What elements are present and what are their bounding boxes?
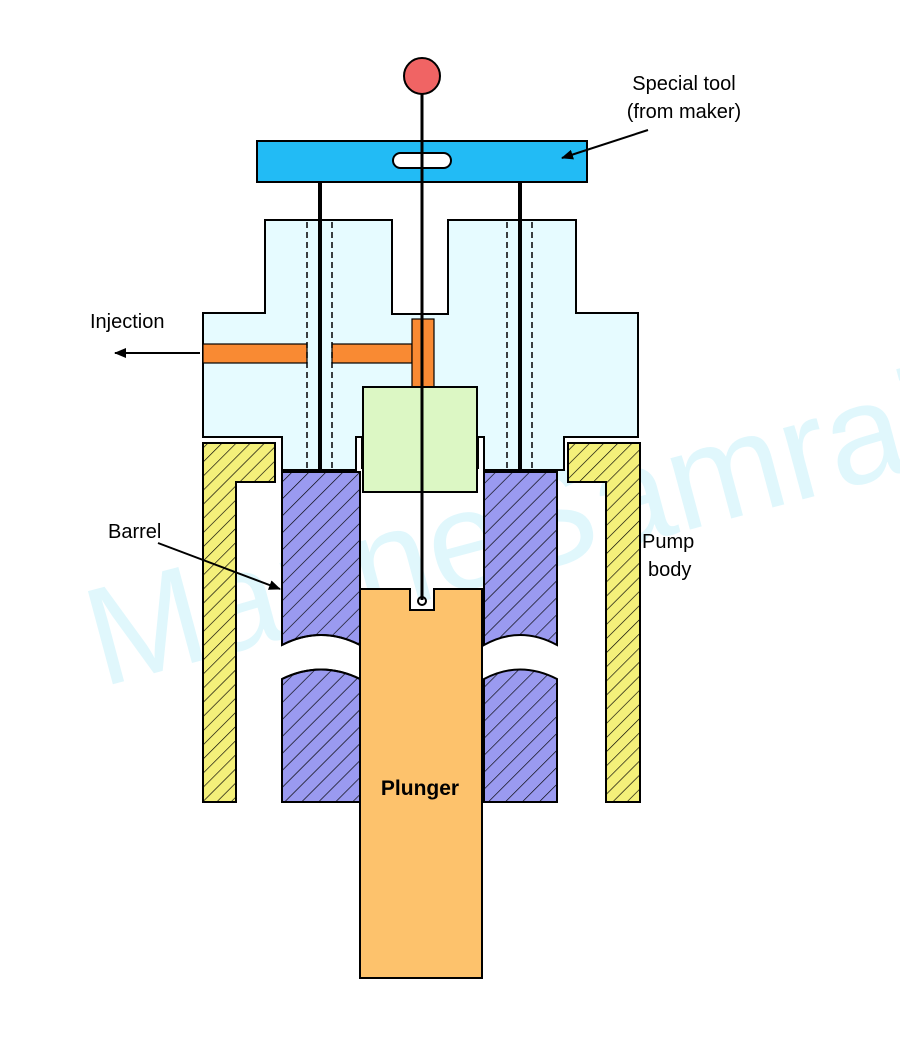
delivery-valve [362, 386, 478, 493]
special-tool [256, 140, 588, 183]
leader-arrows [114, 129, 649, 590]
label-special-tool-line1: Special tool [632, 73, 735, 95]
label-pump-body-line2: body [648, 559, 691, 581]
label-plunger: Plunger [381, 777, 459, 800]
pump-body [202, 442, 641, 803]
knob [403, 57, 441, 95]
plunger [359, 588, 483, 979]
label-special-tool-line2: (from maker) [627, 101, 741, 123]
label-barrel: Barrel [108, 521, 161, 543]
rod-bores [306, 222, 533, 470]
label-injection: Injection [90, 311, 165, 333]
label-pump-body-line1: Pump [642, 531, 694, 553]
barrel [281, 471, 558, 803]
tool-rods [318, 182, 522, 470]
